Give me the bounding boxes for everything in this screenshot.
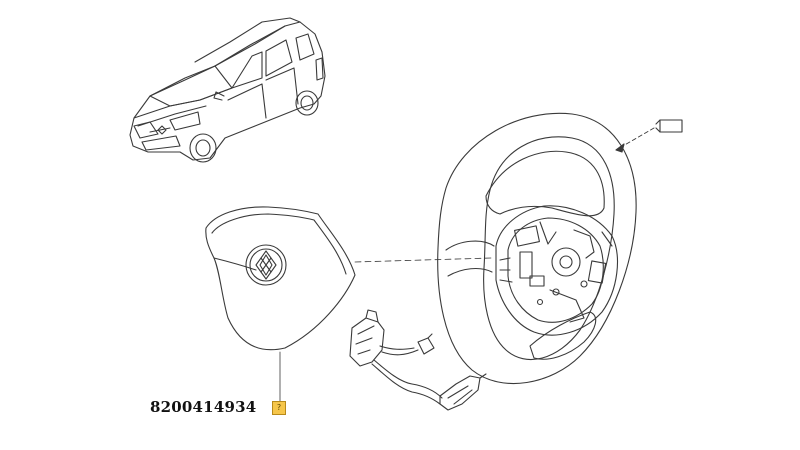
airbag-cover-icon — [205, 206, 356, 351]
part-callout-badge[interactable]: ? — [272, 401, 286, 415]
wiring-harness-icon — [349, 309, 487, 411]
part-number-label: 8200414934 — [150, 398, 257, 416]
diamond-logo-icon — [255, 250, 277, 280]
steering-wheel-icon — [437, 112, 637, 384]
hatchback-car-icon — [129, 17, 326, 163]
view-marker-icon — [615, 119, 683, 153]
alignment-line — [354, 257, 493, 263]
